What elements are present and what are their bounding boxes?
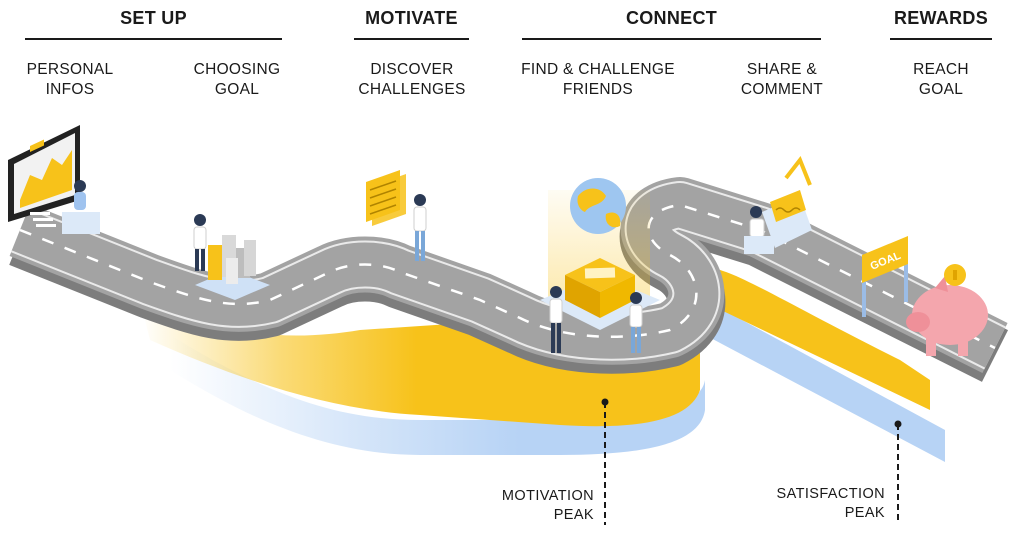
standing-person-choosing-icon (194, 214, 206, 271)
satisfaction-peak-label: SATISFACTION PEAK (740, 485, 885, 523)
motivation-peak-label: MOTIVATION PEAK (474, 487, 594, 525)
challenge-cards-icon (366, 170, 406, 226)
globe-icon (570, 178, 626, 234)
robot-arm-icon (786, 160, 810, 185)
monitor-icon (8, 125, 80, 222)
